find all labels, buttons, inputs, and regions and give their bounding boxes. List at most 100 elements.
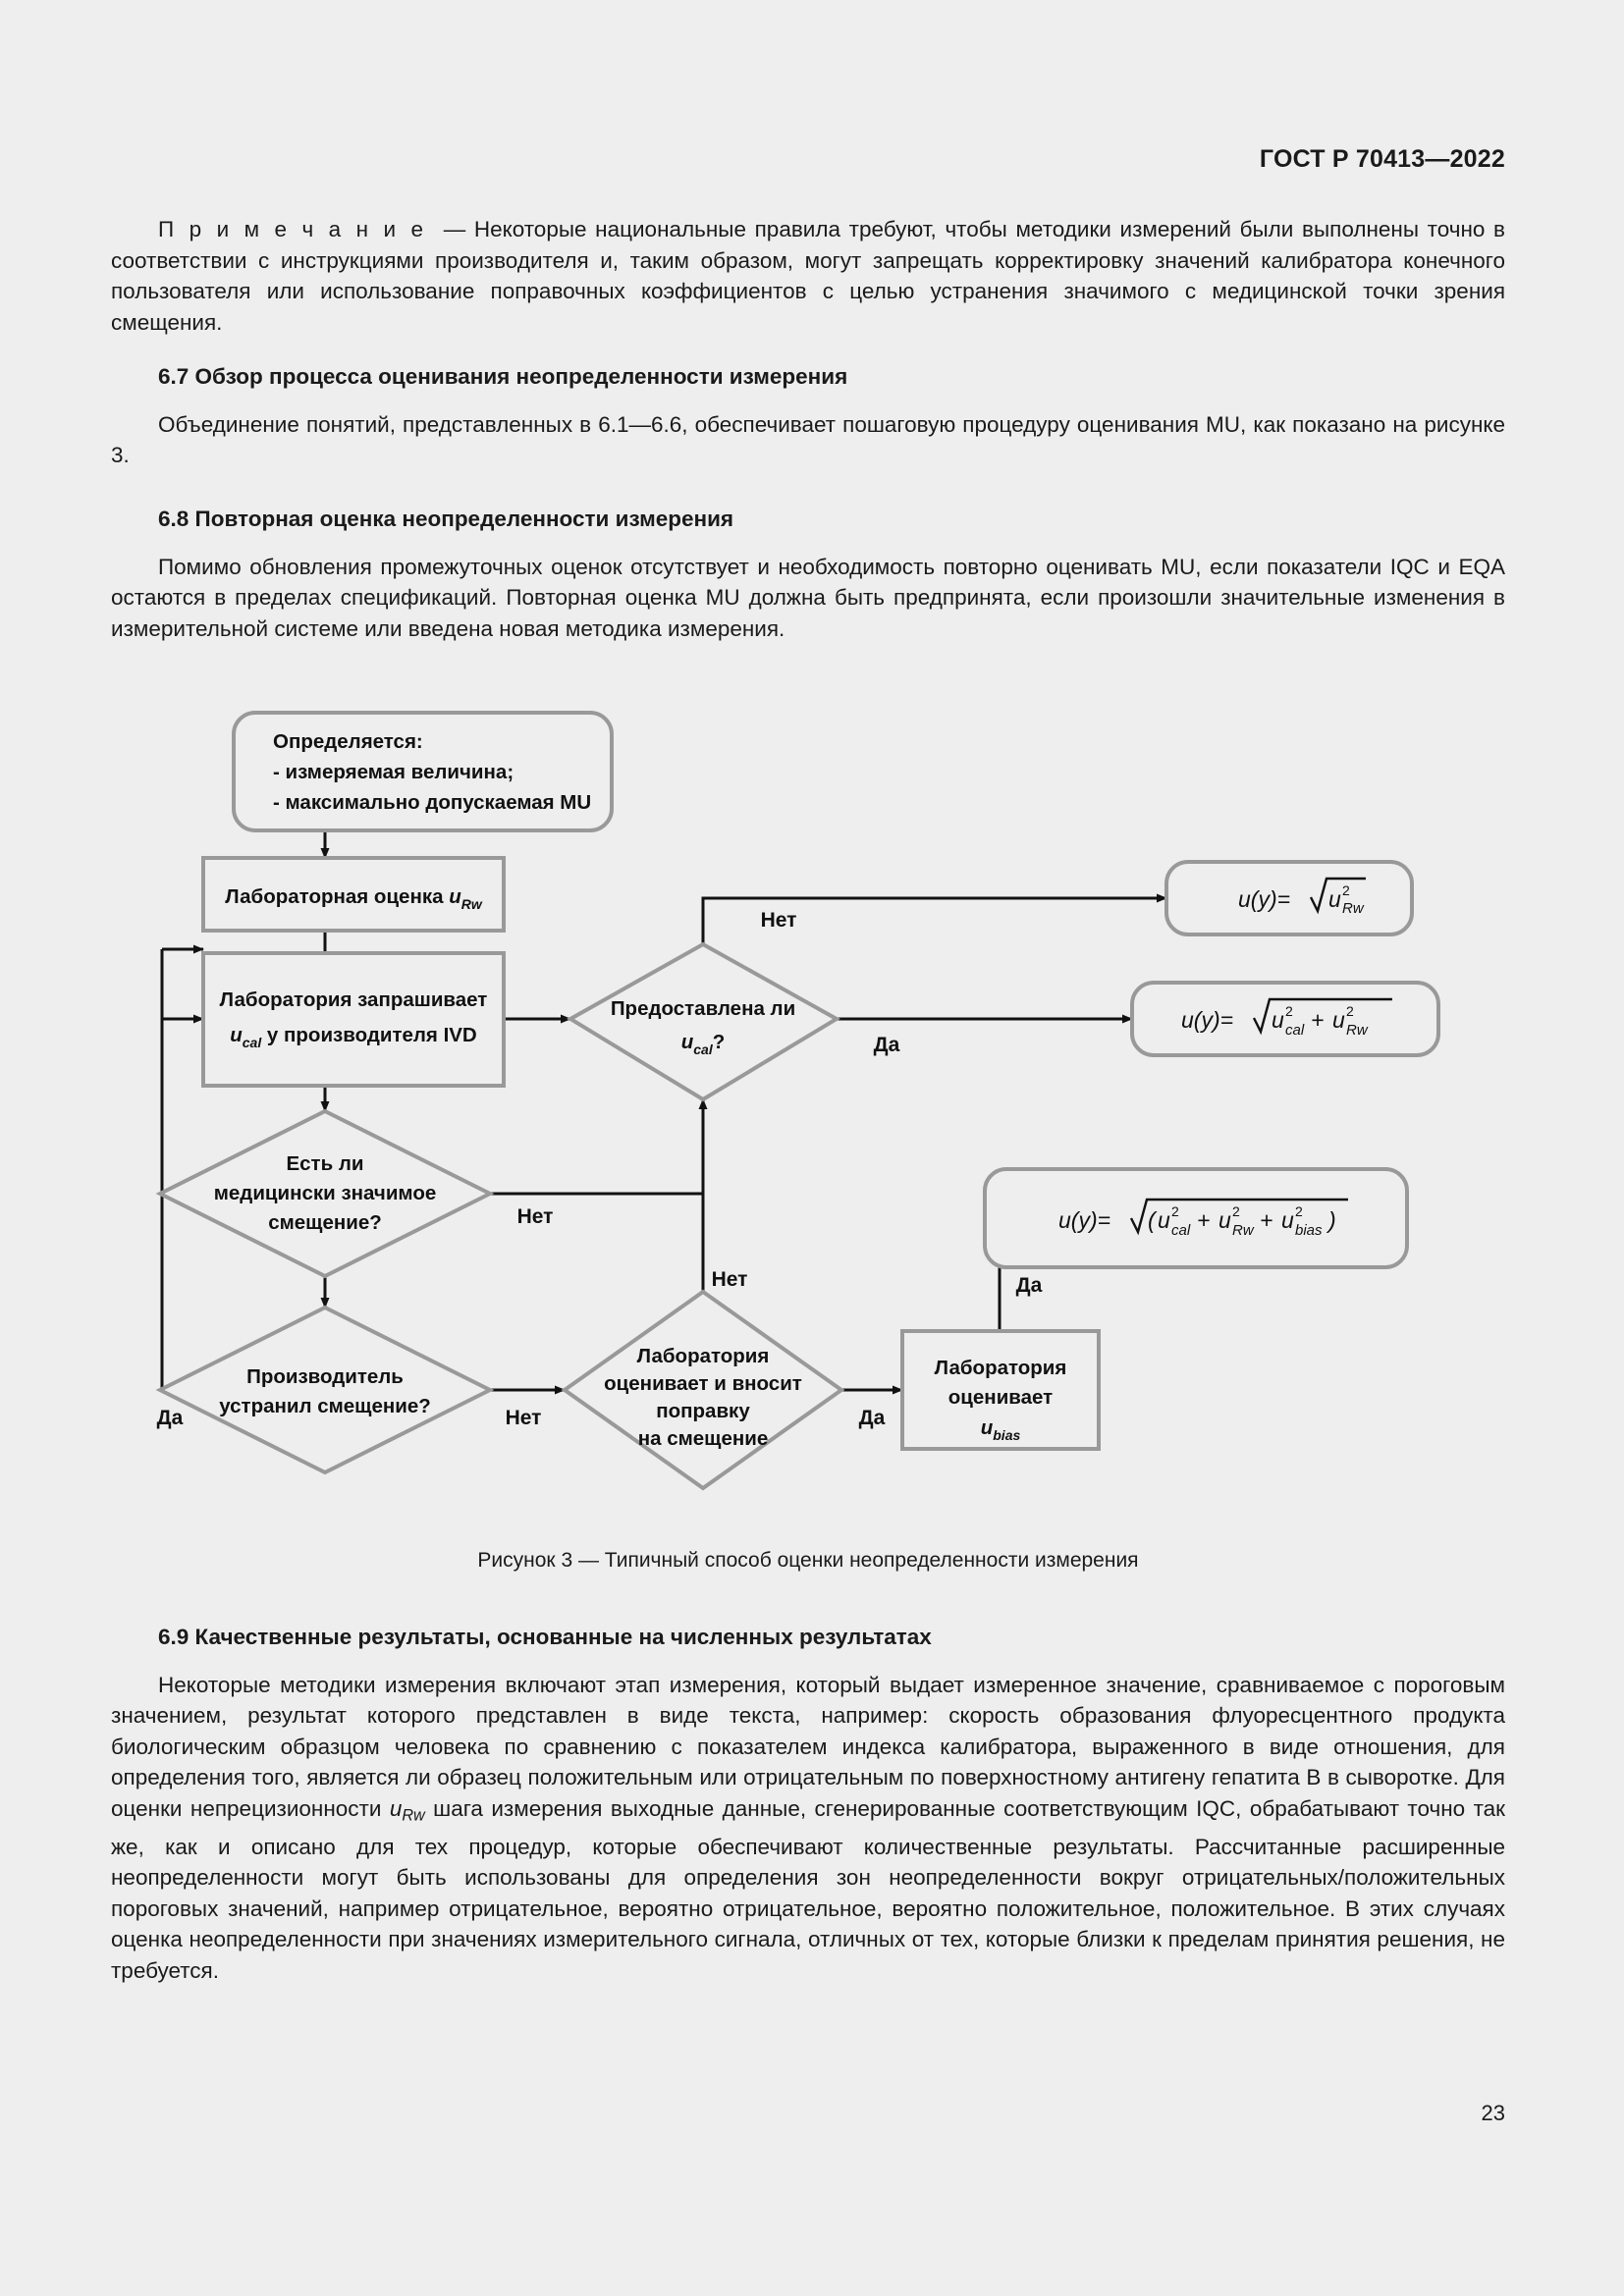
formula-3-plus-2: + bbox=[1260, 1207, 1272, 1233]
formula-2-term2-sup: 2 bbox=[1346, 1003, 1354, 1019]
node-decision-lab-corrects-line3: поправку bbox=[656, 1400, 750, 1422]
svg-text:u(y)=: u(y)= bbox=[1238, 886, 1290, 912]
node-decision-ucal-line1: Предоставлена ли bbox=[611, 997, 795, 1020]
section-6-8-paragraph: Помимо обновления промежуточных оценок о… bbox=[111, 554, 1505, 641]
node-lab-estimate-text: Лабораторная оценка bbox=[225, 885, 449, 908]
formula-1-radical-sign bbox=[1309, 877, 1366, 915]
node-start: Определяется: - измеряемая величина; - м… bbox=[232, 711, 614, 832]
edge-bias-no-to-ucal bbox=[490, 1098, 708, 1196]
node-decision-ucal-var: u bbox=[681, 1031, 694, 1053]
section-6-8-heading: 6.8 Повторная оценка неопределенности из… bbox=[158, 507, 734, 531]
edge-label-manufacturer-no: Нет bbox=[506, 1407, 542, 1429]
formula-3-term3-sub: bias bbox=[1295, 1222, 1323, 1239]
svg-text:u: u bbox=[1332, 1007, 1345, 1033]
formula-3-open-paren: ( bbox=[1148, 1207, 1158, 1233]
node-decision-lab-corrects: Лаборатория оценивает и вносит поправку … bbox=[561, 1289, 845, 1491]
formula-2-term1-var: u bbox=[1272, 1007, 1284, 1033]
formula-3-term3-var: u bbox=[1281, 1207, 1294, 1233]
formula-2-lhs: u(y)= bbox=[1181, 1007, 1233, 1033]
formula-1-radicand-var: u bbox=[1328, 886, 1341, 912]
note-block: П р и м е ч а н и е — Некоторые национал… bbox=[111, 214, 1505, 338]
svg-text:ubias: ubias bbox=[981, 1416, 1021, 1443]
svg-text:u: u bbox=[1328, 886, 1341, 912]
edge-label-ucal-yes: Да bbox=[874, 1034, 900, 1056]
section-6-7: 6.7 Обзор процесса оценивания неопределе… bbox=[111, 361, 1505, 471]
node-decision-lab-corrects-line4: на смещение bbox=[638, 1427, 769, 1450]
node-decision-ucal-rest: ? bbox=[713, 1031, 726, 1053]
formula-2-term1-sup: 2 bbox=[1285, 1003, 1293, 1019]
section-6-9-variable: u bbox=[389, 1795, 403, 1821]
node-lab-estimates-ubias-line1: Лаборатория bbox=[935, 1357, 1067, 1379]
flow-edge-labels: Нет Да Нет Да Нет Нет Да Да bbox=[157, 909, 1043, 1429]
node-lab-estimate: Лабораторная оценка uRw bbox=[201, 856, 506, 933]
edge-label-bias-no: Нет bbox=[517, 1205, 554, 1228]
formula-3-radical-sign bbox=[1129, 1198, 1348, 1236]
node-decision-ucal: Предоставлена ли ucal? bbox=[567, 941, 840, 1102]
edge-label-ubias-yes: Да bbox=[1016, 1274, 1043, 1297]
node-start-line2: - измеряемая величина; bbox=[273, 761, 514, 783]
formula-1-radicand-sub: Rw bbox=[1342, 900, 1365, 917]
note-paragraph: П р и м е ч а н и е — Некоторые национал… bbox=[111, 214, 1505, 338]
flowchart-svg: Определяется: - измеряемая величина; - м… bbox=[155, 711, 1440, 1491]
node-lab-estimate-var-sub: Rw bbox=[461, 896, 483, 912]
page-number: 23 bbox=[1481, 2101, 1505, 2125]
section-6-7-paragraph: Объединение понятий, представленных в 6.… bbox=[111, 411, 1505, 468]
formula-2-radical-sign bbox=[1252, 997, 1392, 1036]
node-decision-bias: Есть ли медицински значимое смещение? bbox=[155, 1108, 495, 1279]
formula-2-term2-var: u bbox=[1332, 1007, 1345, 1033]
formula-3-term2-sub: Rw bbox=[1232, 1222, 1255, 1239]
formula-3-term2-var: u bbox=[1218, 1207, 1231, 1233]
node-start-line3: - максимально допускаемая MU bbox=[273, 791, 591, 814]
formula-2-term1-sub: cal bbox=[1285, 1022, 1305, 1039]
svg-text:ucal у производителя IVD: ucal у производителя IVD bbox=[230, 1024, 477, 1050]
node-lab-requests-rest: у производителя IVD bbox=[261, 1024, 477, 1046]
node-lab-requests: Лаборатория запрашивает ucal у производи… bbox=[201, 951, 506, 1088]
svg-text:u: u bbox=[1158, 1207, 1170, 1233]
edge-ucal-no-to-formula1 bbox=[701, 893, 1167, 944]
edge-label-manufacturer-yes: Да bbox=[157, 1407, 184, 1429]
node-decision-bias-line3: смещение? bbox=[268, 1211, 382, 1234]
node-lab-requests-line1: Лаборатория запрашивает bbox=[220, 988, 488, 1011]
formula-3-lhs: u(y)= bbox=[1058, 1207, 1110, 1233]
formula-2-term2-sub: Rw bbox=[1346, 1022, 1369, 1039]
formula-3-term1-sup: 2 bbox=[1171, 1203, 1179, 1219]
node-decision-lab-corrects-line2: оценивает и вносит bbox=[604, 1372, 802, 1395]
node-lab-estimates-ubias-var-sub: bias bbox=[993, 1427, 1020, 1443]
formula-3-plus-1: + bbox=[1197, 1207, 1210, 1233]
formula-3-term2-sup: 2 bbox=[1232, 1203, 1240, 1219]
formula-3-term3-sup: 2 bbox=[1295, 1203, 1303, 1219]
svg-text:u(y)=: u(y)= bbox=[1181, 1007, 1233, 1033]
section-6-9-variable-sub: Rw bbox=[402, 1806, 425, 1825]
node-lab-estimate-var: u bbox=[449, 885, 461, 908]
node-formula-2: u(y)= u cal 2 + u Rw 2 bbox=[1130, 981, 1440, 1057]
section-6-9-paragraph: Некоторые методики измерения включают эт… bbox=[111, 1670, 1505, 1987]
node-decision-manufacturer-line1: Производитель bbox=[246, 1365, 404, 1388]
section-6-8: 6.8 Повторная оценка неопределенности из… bbox=[111, 504, 1505, 644]
node-lab-estimates-ubias-line2: оценивает bbox=[948, 1386, 1053, 1409]
node-decision-manufacturer-line2: устранил смещение? bbox=[219, 1395, 431, 1417]
standard-header: ГОСТ Р 70413—2022 bbox=[1259, 145, 1505, 173]
node-lab-requests-var-sub: cal bbox=[243, 1035, 263, 1050]
formula-1-radicand-sup: 2 bbox=[1342, 882, 1350, 898]
node-lab-estimates-ubias-var: u bbox=[981, 1416, 994, 1439]
node-decision-lab-corrects-line1: Лаборатория bbox=[637, 1345, 770, 1367]
edge-label-corrects-no: Нет bbox=[712, 1268, 748, 1291]
note-text: Некоторые национальные правила требуют, … bbox=[111, 217, 1506, 335]
formula-3-term1-sub: cal bbox=[1171, 1222, 1191, 1239]
node-lab-estimates-ubias: Лаборатория оценивает ubias bbox=[900, 1329, 1101, 1451]
section-6-9-paragraph-part1: Некоторые методики измерения включают эт… bbox=[111, 1672, 1505, 1821]
node-decision-ucal-var-sub: cal bbox=[693, 1041, 714, 1057]
node-lab-requests-var: u bbox=[230, 1024, 243, 1046]
edge-label-ucal-no: Нет bbox=[761, 909, 797, 932]
svg-text:u: u bbox=[1272, 1007, 1284, 1033]
node-formula-1: u(y)= u Rw 2 bbox=[1164, 860, 1414, 936]
flow-connectors bbox=[160, 831, 1167, 1395]
svg-text:Лабораторная оценка uRw: Лабораторная оценка uRw bbox=[225, 885, 483, 912]
formula-3-close-paren: ) bbox=[1326, 1207, 1336, 1233]
svg-text:u(y)=: u(y)= bbox=[1058, 1207, 1110, 1233]
svg-text:u: u bbox=[1281, 1207, 1294, 1233]
node-decision-manufacturer: Производитель устранил смещение? bbox=[155, 1305, 495, 1475]
formula-1-lhs: u(y)= bbox=[1238, 886, 1290, 912]
section-6-9-heading: 6.9 Качественные результаты, основанные … bbox=[158, 1625, 932, 1649]
